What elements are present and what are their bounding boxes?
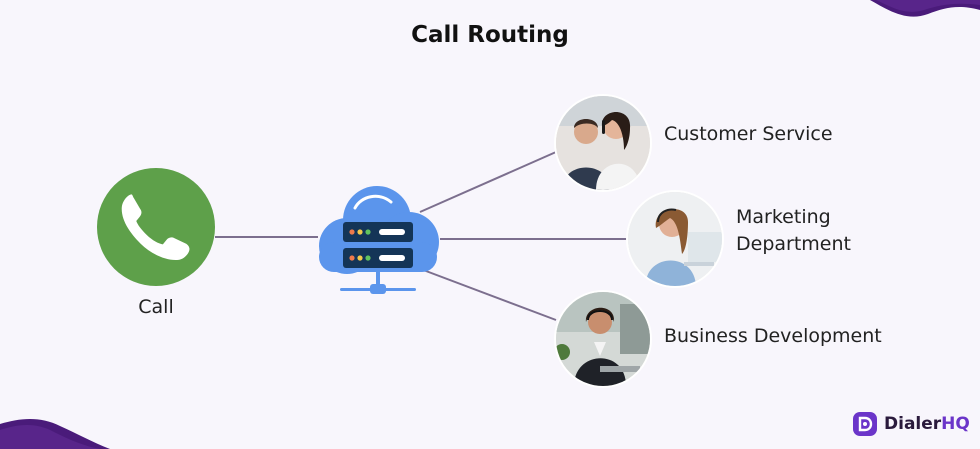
dialerhq-wordmark: DialerHQ xyxy=(884,414,970,434)
label-line: Department xyxy=(736,233,851,255)
label-line: Business Development xyxy=(664,325,882,347)
diagram-title: Call Routing xyxy=(411,22,569,48)
phone-icon xyxy=(121,194,190,260)
customer-service-label: Customer Service xyxy=(664,121,833,148)
marketing-department-label: Marketing Department xyxy=(736,204,851,258)
customer-service-photo xyxy=(556,96,650,190)
top-right-corner-blob xyxy=(870,0,980,17)
label-line: Customer Service xyxy=(664,123,833,145)
bottom-left-corner-blob xyxy=(0,419,110,449)
business-development-photo xyxy=(556,292,650,386)
cloud-server-icon xyxy=(319,186,439,294)
dialerhq-logo: DialerHQ xyxy=(852,410,970,438)
agent-photo xyxy=(628,192,722,286)
agent-photo xyxy=(556,292,650,386)
agents-photo xyxy=(556,96,650,190)
dialerhq-logo-mark-icon xyxy=(853,412,877,436)
marketing-department-photo xyxy=(628,192,722,286)
call-node xyxy=(97,168,215,286)
label-line: Marketing xyxy=(736,206,831,228)
connector-router-to-customer-service xyxy=(419,151,557,213)
call-label: Call xyxy=(138,296,174,318)
business-development-label: Business Development xyxy=(664,323,882,350)
connector-router-to-business-development xyxy=(417,267,557,321)
